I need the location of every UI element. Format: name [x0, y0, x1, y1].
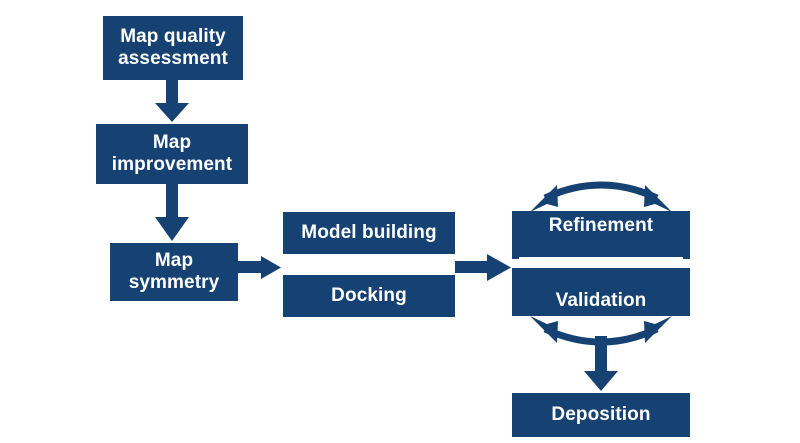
node-map-quality-assessment-label: Map quality assessment: [118, 25, 228, 69]
node-map-improvement[interactable]: Map improvement: [96, 124, 248, 184]
node-validation[interactable]: Validation: [512, 268, 690, 316]
node-model-building[interactable]: Model building: [283, 212, 455, 254]
arrow-building-to-refinement-icon: [455, 254, 511, 281]
arc-top-cycle-icon: [543, 181, 659, 202]
node-map-symmetry-label: Map symmetry: [128, 249, 220, 293]
node-deposition[interactable]: Deposition: [512, 393, 690, 437]
node-map-improvement-label: Map improvement: [111, 131, 233, 175]
node-deposition-label: Deposition: [551, 403, 651, 425]
arc-bottom-cycle-arrowheads-icon: [530, 316, 672, 343]
node-validation-label: Validation: [555, 289, 647, 311]
arc-bottom-cycle-icon: [543, 325, 659, 346]
node-model-building-label: Model building: [301, 221, 437, 243]
arrow-improvement-to-symmetry-icon: [155, 184, 189, 241]
arrow-cycle-to-deposition-icon: [584, 336, 618, 391]
arc-top-cycle-arrowheads-icon: [530, 185, 672, 212]
arrow-quality-to-improvement-icon: [155, 80, 189, 122]
arrow-symmetry-to-building-icon: [238, 256, 281, 279]
node-refinement[interactable]: Refinement: [512, 211, 690, 259]
node-refinement-label: Refinement: [548, 215, 654, 236]
node-docking[interactable]: Docking: [283, 275, 455, 317]
node-map-symmetry[interactable]: Map symmetry: [110, 243, 238, 301]
node-map-quality-assessment[interactable]: Map quality assessment: [103, 16, 243, 80]
node-docking-label: Docking: [331, 284, 407, 306]
